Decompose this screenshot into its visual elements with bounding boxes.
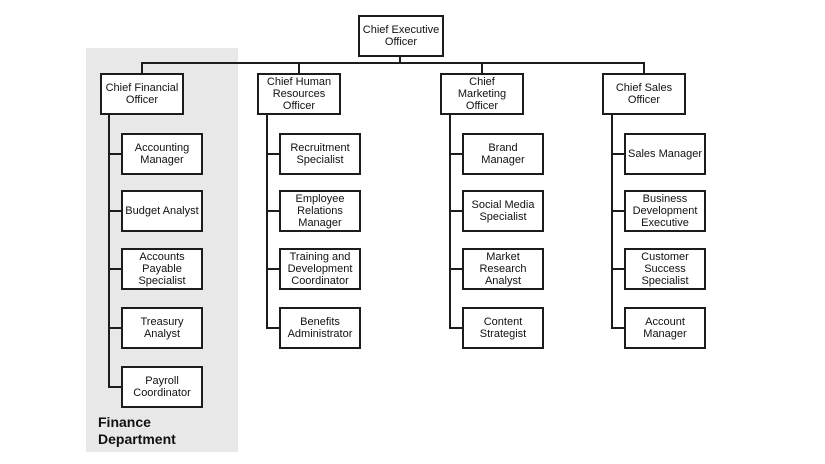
connector-child-stub (266, 210, 281, 212)
org-node-label: Chief Executive Officer (362, 24, 440, 48)
org-node-cfo[interactable]: Chief Financial Officer (100, 73, 184, 115)
connector-child-stub (266, 327, 281, 329)
org-node-accounts-payable-specialist[interactable]: Accounts Payable Specialist (121, 248, 203, 290)
org-node-label: Chief Marketing Officer (457, 76, 507, 112)
org-node-label: Payroll Coordinator (133, 375, 191, 399)
org-node-cso[interactable]: Chief Sales Officer (602, 73, 686, 115)
connector-child-stub (108, 268, 123, 270)
org-node-brand-manager[interactable]: Brand Manager (462, 133, 544, 175)
org-node-budget-analyst[interactable]: Budget Analyst (121, 190, 203, 232)
org-node-label: Chief Human Resources Officer (266, 76, 332, 112)
connector-child-stub (449, 268, 464, 270)
connector-child-stub (266, 153, 281, 155)
org-node-label: Budget Analyst (125, 205, 199, 217)
connector-branch-stub (643, 62, 645, 75)
connector-branch-stub (141, 62, 143, 75)
org-node-customer-success-specialist[interactable]: Customer Success Specialist (624, 248, 706, 290)
org-node-label: Content Strategist (479, 316, 527, 340)
connector-child-stub (611, 327, 626, 329)
org-node-label: Accounting Manager (134, 142, 190, 166)
connector-spine (449, 113, 451, 329)
connector-spine (266, 113, 268, 329)
org-node-label: Recruitment Specialist (290, 142, 350, 166)
org-node-account-manager[interactable]: Account Manager (624, 307, 706, 349)
org-node-cmo[interactable]: Chief Marketing Officer (440, 73, 524, 115)
connector-child-stub (108, 386, 123, 388)
org-node-recruitment-specialist[interactable]: Recruitment Specialist (279, 133, 361, 175)
org-node-training-development-coordinator[interactable]: Training and Development Coordinator (279, 248, 361, 290)
org-node-employee-relations-manager[interactable]: Employee Relations Manager (279, 190, 361, 232)
org-node-label: Business Development Executive (632, 193, 698, 229)
org-node-label: Treasury Analyst (140, 316, 184, 340)
org-node-label: Brand Manager (481, 142, 525, 166)
org-node-label: Training and Development Coordinator (287, 251, 353, 287)
connector-child-stub (449, 210, 464, 212)
connector-child-stub (611, 210, 626, 212)
org-node-accounting-manager[interactable]: Accounting Manager (121, 133, 203, 175)
org-node-label: Customer Success Specialist (641, 251, 689, 287)
connector-child-stub (108, 153, 123, 155)
org-node-payroll-coordinator[interactable]: Payroll Coordinator (121, 366, 203, 408)
connector-child-stub (611, 153, 626, 155)
org-node-ceo[interactable]: Chief Executive Officer (358, 15, 444, 57)
connector-main-horizontal (141, 62, 645, 64)
connector-ceo-stub (399, 55, 401, 64)
connector-child-stub (108, 210, 123, 212)
org-node-benefits-administrator[interactable]: Benefits Administrator (279, 307, 361, 349)
org-node-label: Employee Relations Manager (295, 193, 345, 229)
connector-child-stub (449, 327, 464, 329)
connector-child-stub (108, 327, 123, 329)
org-node-label: Benefits Administrator (287, 316, 353, 340)
org-node-label: Accounts Payable Specialist (138, 251, 186, 287)
connector-child-stub (266, 268, 281, 270)
connector-branch-stub (481, 62, 483, 75)
org-node-treasury-analyst[interactable]: Treasury Analyst (121, 307, 203, 349)
connector-spine (611, 113, 613, 329)
org-node-label: Sales Manager (628, 148, 702, 160)
org-node-sales-manager[interactable]: Sales Manager (624, 133, 706, 175)
connector-child-stub (611, 268, 626, 270)
connector-spine (108, 113, 110, 388)
org-node-business-development-executive[interactable]: Business Development Executive (624, 190, 706, 232)
org-node-chro[interactable]: Chief Human Resources Officer (257, 73, 341, 115)
connector-child-stub (449, 153, 464, 155)
org-node-label: Chief Sales Officer (615, 82, 673, 106)
org-node-label: Account Manager (643, 316, 687, 340)
org-node-label: Social Media Specialist (471, 199, 535, 223)
org-node-label: Market Research Analyst (479, 251, 527, 287)
org-node-social-media-specialist[interactable]: Social Media Specialist (462, 190, 544, 232)
org-node-market-research-analyst[interactable]: Market Research Analyst (462, 248, 544, 290)
connector-branch-stub (298, 62, 300, 75)
finance-department-label: Finance Department (98, 414, 176, 447)
org-node-label: Chief Financial Officer (105, 82, 179, 106)
org-node-content-strategist[interactable]: Content Strategist (462, 307, 544, 349)
